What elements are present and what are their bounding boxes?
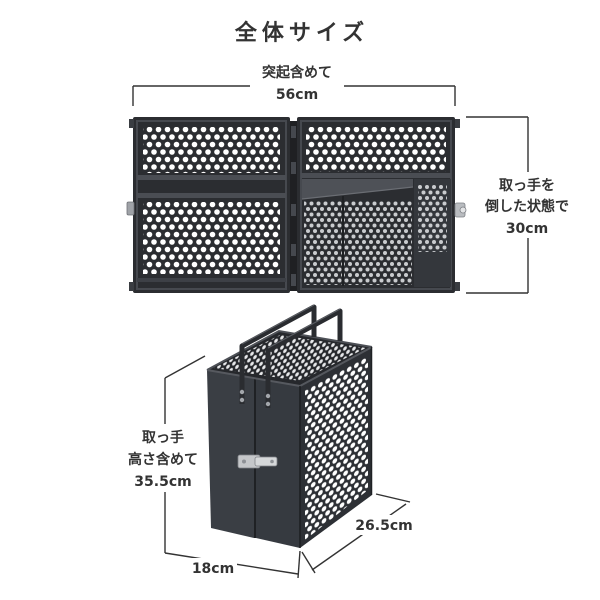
latch-screw: [270, 459, 274, 464]
left-panel-lower-mesh: [143, 202, 280, 274]
handle-rivet: [265, 393, 271, 399]
dimension-value: 26.5cm: [355, 518, 412, 534]
right-panel-upper-mesh: [306, 127, 446, 172]
center-hinge: [290, 121, 297, 291]
left-clasp: [126, 201, 135, 216]
dimension-extension: [297, 550, 301, 579]
right-latch-ring: [459, 206, 467, 214]
left-panel-shelf-bar-top: [137, 175, 286, 180]
page-title: 全体サイズ: [234, 20, 369, 46]
box-front-right-half: [256, 378, 300, 548]
dimension-open-width: 突起含めて 56cm: [132, 60, 456, 106]
dimension-length: 26.5cm: [301, 493, 413, 574]
hinge-knuckle: [291, 162, 296, 174]
latch-hook-plate: [254, 456, 278, 467]
handle-rivet: [239, 389, 245, 395]
box-back-rim: [206, 329, 373, 371]
dimension-width: 18cm: [164, 550, 301, 579]
dimension-note: 取っ手: [142, 429, 184, 446]
right-panel-shelf-bar: [301, 173, 451, 178]
label-background: [356, 515, 412, 535]
dimension-note: 取っ手を: [499, 177, 555, 194]
dimension-value: 30cm: [506, 221, 548, 237]
box-front-left-half: [207, 370, 254, 538]
front-latch: [237, 454, 278, 469]
left-panel-shelf-bar-bottom: [137, 193, 286, 198]
closed-box-illustration: [206, 304, 373, 548]
left-panel-bottom-rail: [137, 278, 286, 282]
open-case-illustration: [126, 117, 467, 293]
inner-compartment-mesh: [304, 200, 412, 285]
box-side-top-rim: [299, 346, 373, 387]
left-panel-rim: [136, 120, 287, 290]
left-panel-upper-mesh: [143, 127, 280, 173]
left-handle-highlight: [241, 304, 315, 345]
dimension-extension: [375, 493, 411, 503]
handle-rivet: [265, 401, 271, 407]
right-bottom-tab: [455, 282, 460, 291]
left-bottom-tab: [129, 282, 134, 291]
dimension-folded-height: 取っ手を 倒した状態で 30cm: [466, 116, 576, 294]
dimension-extension: [164, 355, 206, 379]
dimension-note: 倒した状態で: [484, 198, 569, 215]
box-front-top-rim: [206, 369, 301, 387]
inner-compartment-rim: [302, 179, 413, 199]
dimension-value: 35.5cm: [134, 474, 191, 490]
label-background: [250, 60, 344, 104]
label-background: [120, 424, 208, 492]
dimension-value: 56cm: [276, 87, 318, 103]
dimension-extension: [301, 551, 316, 574]
right-panel: [297, 117, 467, 293]
dimension-note: 高さ含めて: [128, 451, 198, 468]
dimension-value: 18cm: [192, 561, 234, 577]
side-compartment-mesh: [418, 184, 447, 252]
right-top-tab: [455, 119, 460, 128]
label-background: [189, 558, 237, 578]
label-background: [480, 172, 576, 238]
right-handle-highlight: [267, 308, 341, 349]
left-top-tab: [129, 119, 134, 128]
latch-screw: [242, 459, 246, 464]
dimension-height-with-handle: 取っ手 高さ含めて 35.5cm: [120, 355, 208, 553]
hinge-knuckle: [291, 204, 296, 216]
hinge-knuckle: [291, 126, 296, 138]
inner-compartment-edge: [301, 186, 414, 200]
hinge-knuckle: [291, 244, 296, 256]
hinge-knuckle: [291, 274, 296, 286]
left-panel: [126, 117, 290, 293]
dimension-note: 突起含めて: [262, 64, 332, 81]
handle-rivet: [239, 397, 245, 403]
